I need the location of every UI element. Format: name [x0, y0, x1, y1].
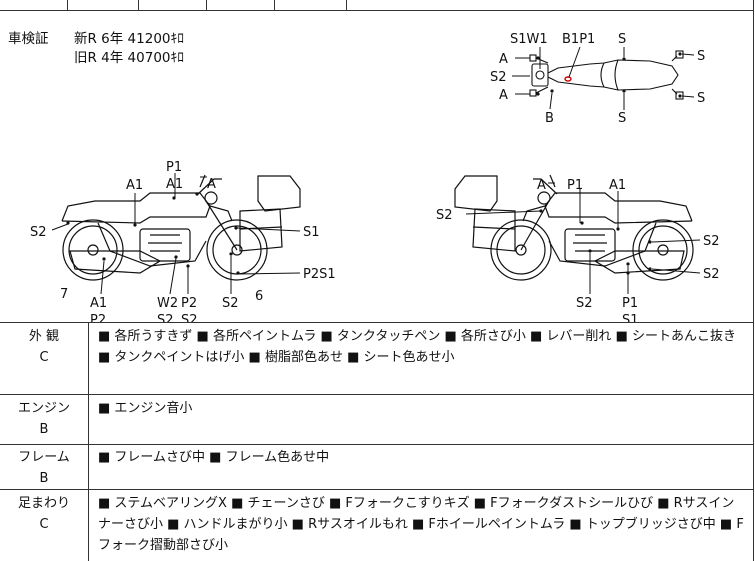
lbl-top-s2: S2 [490, 70, 507, 85]
lbl-left-s1: S1 [303, 225, 320, 240]
lbl-top-s-1: S [618, 32, 626, 47]
right-view-marks [539, 209, 652, 275]
lbl-right-s2-d: S2 [576, 296, 593, 311]
header-strip [0, 0, 754, 11]
left-view-bike [61, 174, 301, 281]
lbl-top-s-2: S [618, 111, 626, 126]
lbl-left-p2s1: P2S1 [303, 267, 336, 282]
lbl-top-b1p1: B1P1 [562, 32, 595, 47]
right-view-leaders [465, 182, 701, 294]
lbl-left-s2-b: S2 [181, 313, 198, 322]
lbl-top-a-2: A [499, 88, 508, 103]
lbl-top-b: B [545, 111, 554, 126]
row-exterior-label: 外 観 [28, 329, 60, 344]
category-divider [88, 322, 89, 561]
lbl-left-s2: S2 [30, 225, 47, 240]
lbl-left-p2-bot: P2 [90, 313, 106, 322]
lbl-top-a-1: A [499, 52, 508, 67]
lbl-left-a1-bot: A1 [90, 296, 107, 311]
lbl-left-w2: W2 [157, 296, 178, 311]
row-suspension-category: 足まわり C [0, 493, 88, 535]
lbl-left-p1: P1 [166, 160, 182, 175]
lbl-left-s2-c: S2 [222, 296, 239, 311]
row-suspension: 足まわり C ■ ステムベアリングX ■ チェーンさび ■ Fフォークこすりキズ… [0, 489, 754, 561]
row-exterior-grade: C [39, 350, 49, 365]
left-view-leaders [51, 173, 301, 295]
lbl-right-p1: P1 [622, 296, 638, 311]
row-engine-notes: ■ エンジン音小 [98, 401, 193, 416]
shaken-new: 新R 6年 41200ｷﾛ [74, 31, 184, 47]
row-frame-notes: ■ フレームさび中 ■ フレーム色あせ中 [98, 450, 330, 465]
lbl-right-a1: A1 [609, 178, 626, 193]
row-engine-label: エンジン [17, 401, 70, 416]
row-exterior-category: 外 観 C [0, 326, 88, 368]
left-view-marks [66, 192, 240, 275]
shaken-label: 車検証 [8, 31, 49, 47]
lbl-right-s2-a: S2 [436, 208, 453, 223]
lbl-right-s1: S1 [622, 313, 639, 322]
lbl-left-a1: A1 [126, 178, 143, 193]
lbl-right-s2-b: S2 [703, 234, 720, 249]
lbl-top-s-3: S [697, 49, 705, 64]
row-frame: フレーム B ■ フレームさび中 ■ フレーム色あせ中 [0, 444, 754, 490]
lbl-right-s2-c: S2 [703, 267, 720, 282]
row-suspension-grade: C [39, 517, 49, 532]
row-suspension-label: 足まわり [17, 496, 70, 511]
row-exterior: 外 観 C ■ 各所うすきず ■ 各所ペイントムラ ■ タンクタッチペン ■ 各… [0, 322, 754, 395]
lbl-left-a-top: A [207, 177, 216, 192]
row-engine: エンジン B ■ エンジン音小 [0, 394, 754, 445]
lbl-left-s2-a: S2 [157, 313, 174, 322]
row-suspension-notes: ■ ステムベアリングX ■ チェーンさび ■ Fフォークこすりキズ ■ Fフォー… [98, 496, 744, 553]
lbl-right-p1-top: P1 [567, 178, 583, 193]
row-frame-category: フレーム B [0, 447, 88, 489]
row-frame-label: フレーム [18, 450, 70, 465]
lbl-left-6: 6 [255, 289, 263, 304]
top-view-leaders [512, 46, 695, 110]
row-frame-grade: B [39, 471, 49, 486]
lbl-left-7: 7 [60, 287, 68, 302]
damage-diagram-panel: 車検証 新R 6年 41200ｷﾛ 旧R 4年 40700ｷﾛ [0, 11, 754, 323]
row-engine-grade: B [39, 422, 49, 437]
motorcycle-diagrams: S1W1 B1P1 S A S2 A B S S S [30, 32, 720, 322]
shaken-old: 旧R 4年 40700ｷﾛ [74, 50, 184, 66]
lbl-right-a: A [537, 178, 546, 193]
row-exterior-notes: ■ 各所うすきず ■ 各所ペイントムラ ■ タンクタッチペン ■ 各所さび小 ■… [98, 329, 736, 365]
row-engine-category: エンジン B [0, 398, 88, 440]
lbl-left-p2: P2 [181, 296, 197, 311]
lbl-top-s1w1: S1W1 [510, 32, 548, 47]
lbl-left-a1-top: A1 [166, 177, 183, 192]
lbl-top-s-4: S [697, 91, 705, 106]
top-view-marks [536, 52, 682, 98]
